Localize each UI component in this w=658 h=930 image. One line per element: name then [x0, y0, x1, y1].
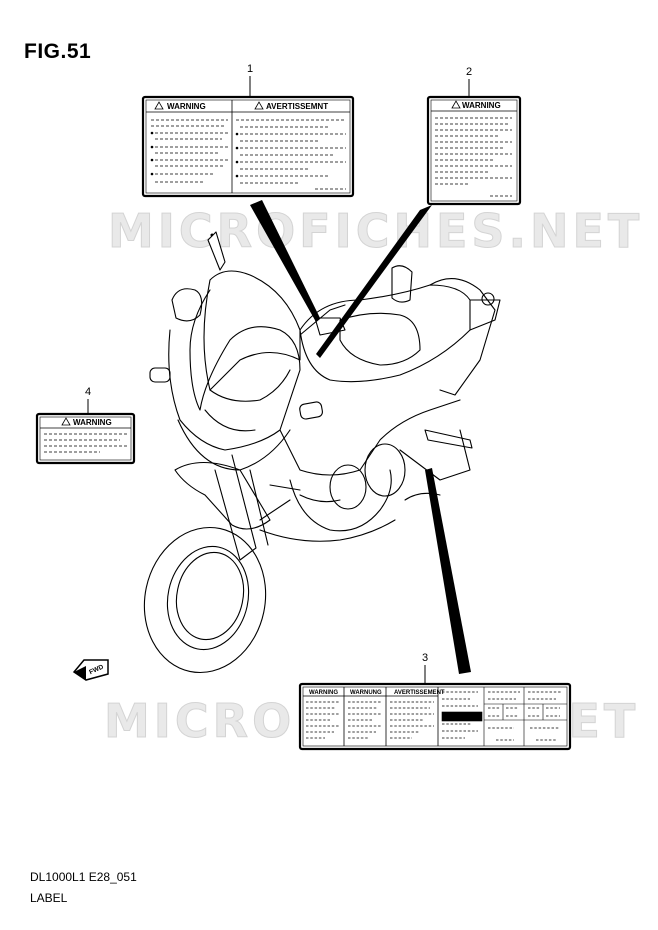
label-2-heading: WARNING	[462, 101, 501, 110]
label-3: WARNING WARNUNG AVERTISSEMENT	[298, 682, 572, 751]
label-3-heading-1: WARNING	[309, 690, 338, 696]
callout-1: 1	[247, 63, 253, 75]
label-3-heading-2: WARNUNG	[350, 690, 382, 696]
label-2: WARNING	[426, 95, 522, 206]
label-1-heading-left: WARNING	[167, 102, 206, 111]
motorcycle-outline	[143, 231, 501, 674]
label-4: WARNING	[35, 412, 136, 465]
label-3-heading-3: AVERTISSEMENT	[394, 690, 445, 696]
callout-3: 3	[422, 652, 428, 664]
label-4-heading: WARNING	[73, 418, 112, 427]
label-1-heading-right: AVERTISSEMNT	[266, 102, 328, 111]
pointer-wedges	[250, 200, 471, 674]
footer-label: LABEL	[30, 891, 68, 905]
footer-code: DL1000L1 E28_051	[30, 870, 137, 884]
label-1: WARNING AVERTISSEMNT	[141, 95, 355, 198]
callout-4: 4	[85, 386, 91, 398]
figure-title: FIG.51	[24, 40, 92, 63]
callout-2: 2	[466, 66, 472, 78]
fwd-direction-marker: FWD	[72, 659, 109, 681]
